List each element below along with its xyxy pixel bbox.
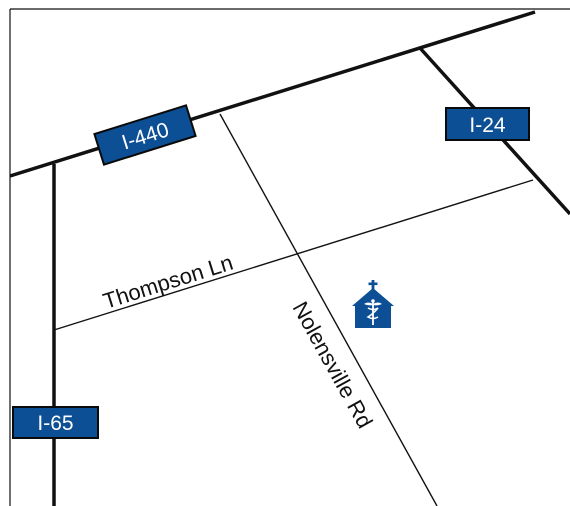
i440-road (9, 10, 536, 178)
i440-shield: I-440 (93, 104, 197, 166)
thompson-lane-label: Thompson Ln (100, 250, 236, 314)
thompson-lane-road (53, 179, 534, 331)
hospital-icon[interactable] (352, 280, 394, 328)
i24-label: I-24 (469, 114, 506, 137)
i65-label: I-65 (37, 412, 73, 435)
i65-shield: I-65 (12, 406, 99, 439)
i24-shield: I-24 (445, 107, 530, 141)
nolensville-road (219, 113, 438, 506)
